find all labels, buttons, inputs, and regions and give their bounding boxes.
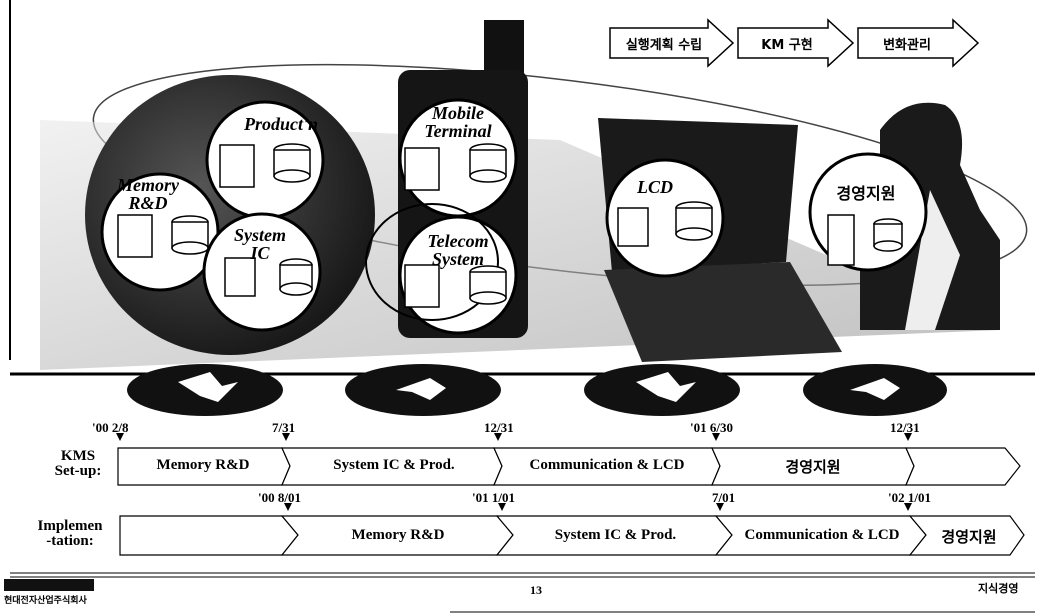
- setup-label-line1: KMS: [60, 448, 96, 464]
- implementation-timeline-shapes: [119, 515, 1025, 556]
- setup-segment: 경영지원: [785, 458, 841, 476]
- bubble-mobile-label: Mobile Terminal: [424, 103, 492, 141]
- bubble-system-ic-label: System IC: [234, 225, 286, 263]
- swirl-arrows: [127, 364, 947, 416]
- setup-row-label: KMS Set-up:: [38, 449, 118, 479]
- bubble-system-ic: [202, 212, 322, 332]
- implementation-date: '01 1/01: [472, 490, 515, 505]
- setup-date: 7/31: [272, 420, 296, 435]
- setup-label-line2: Set-up:: [54, 463, 102, 479]
- section-title: 지식경영: [978, 582, 1019, 595]
- bubble-product-label: Product'n: [243, 114, 318, 134]
- bubble-memory-label: Memory R&D: [117, 175, 179, 213]
- process-arrows: [609, 18, 980, 68]
- implementation-date: 7/01: [712, 490, 736, 505]
- laptop-base: [604, 262, 842, 362]
- setup-segment: Memory R&D: [156, 457, 250, 473]
- bubble-lcd: [605, 158, 725, 278]
- date-markers: [116, 433, 912, 511]
- implementation-label-line1: Implemen: [37, 518, 103, 534]
- server-icons: [117, 143, 903, 308]
- phone-ring: [365, 203, 499, 321]
- bubble-telecom-label: Telecom System: [427, 231, 489, 269]
- setup-timeline-shapes: [117, 447, 1021, 486]
- implementation-row-label: Implemen -tation:: [22, 519, 118, 549]
- step-plan: 실행계획 수립: [625, 38, 703, 53]
- company-logo: [4, 579, 94, 591]
- implementation-date: '00 8/01: [258, 490, 301, 505]
- implementation-segment: Memory R&D: [351, 527, 445, 543]
- setup-date: 12/31: [890, 420, 920, 435]
- page-number: 13: [530, 583, 542, 597]
- setup-date: 12/31: [484, 420, 514, 435]
- setup-date: '01 6/30: [690, 420, 733, 435]
- implementation-segment: System IC & Prod.: [554, 527, 677, 543]
- bubble-lcd-label: LCD: [637, 177, 673, 197]
- implementation-date: '02 1/01: [888, 490, 931, 505]
- bubble-management-label: 경영지원: [836, 184, 896, 203]
- step-implement: KM 구현: [761, 38, 813, 53]
- process-steps: 실행계획 수립 KM 구현 변화관리: [608, 18, 988, 68]
- company-name: 현대전자산업주식회사: [4, 596, 87, 606]
- shirt: [905, 190, 960, 330]
- setup-date: '00 2/8: [92, 420, 129, 435]
- implementation-segment: 경영지원: [941, 528, 997, 546]
- setup-segment: System IC & Prod.: [333, 457, 455, 473]
- implementation-segment: Communication & LCD: [744, 527, 900, 543]
- setup-segment: Communication & LCD: [529, 457, 685, 473]
- step-change: 변화관리: [883, 38, 931, 53]
- implementation-label-line2: -tation:: [46, 533, 94, 549]
